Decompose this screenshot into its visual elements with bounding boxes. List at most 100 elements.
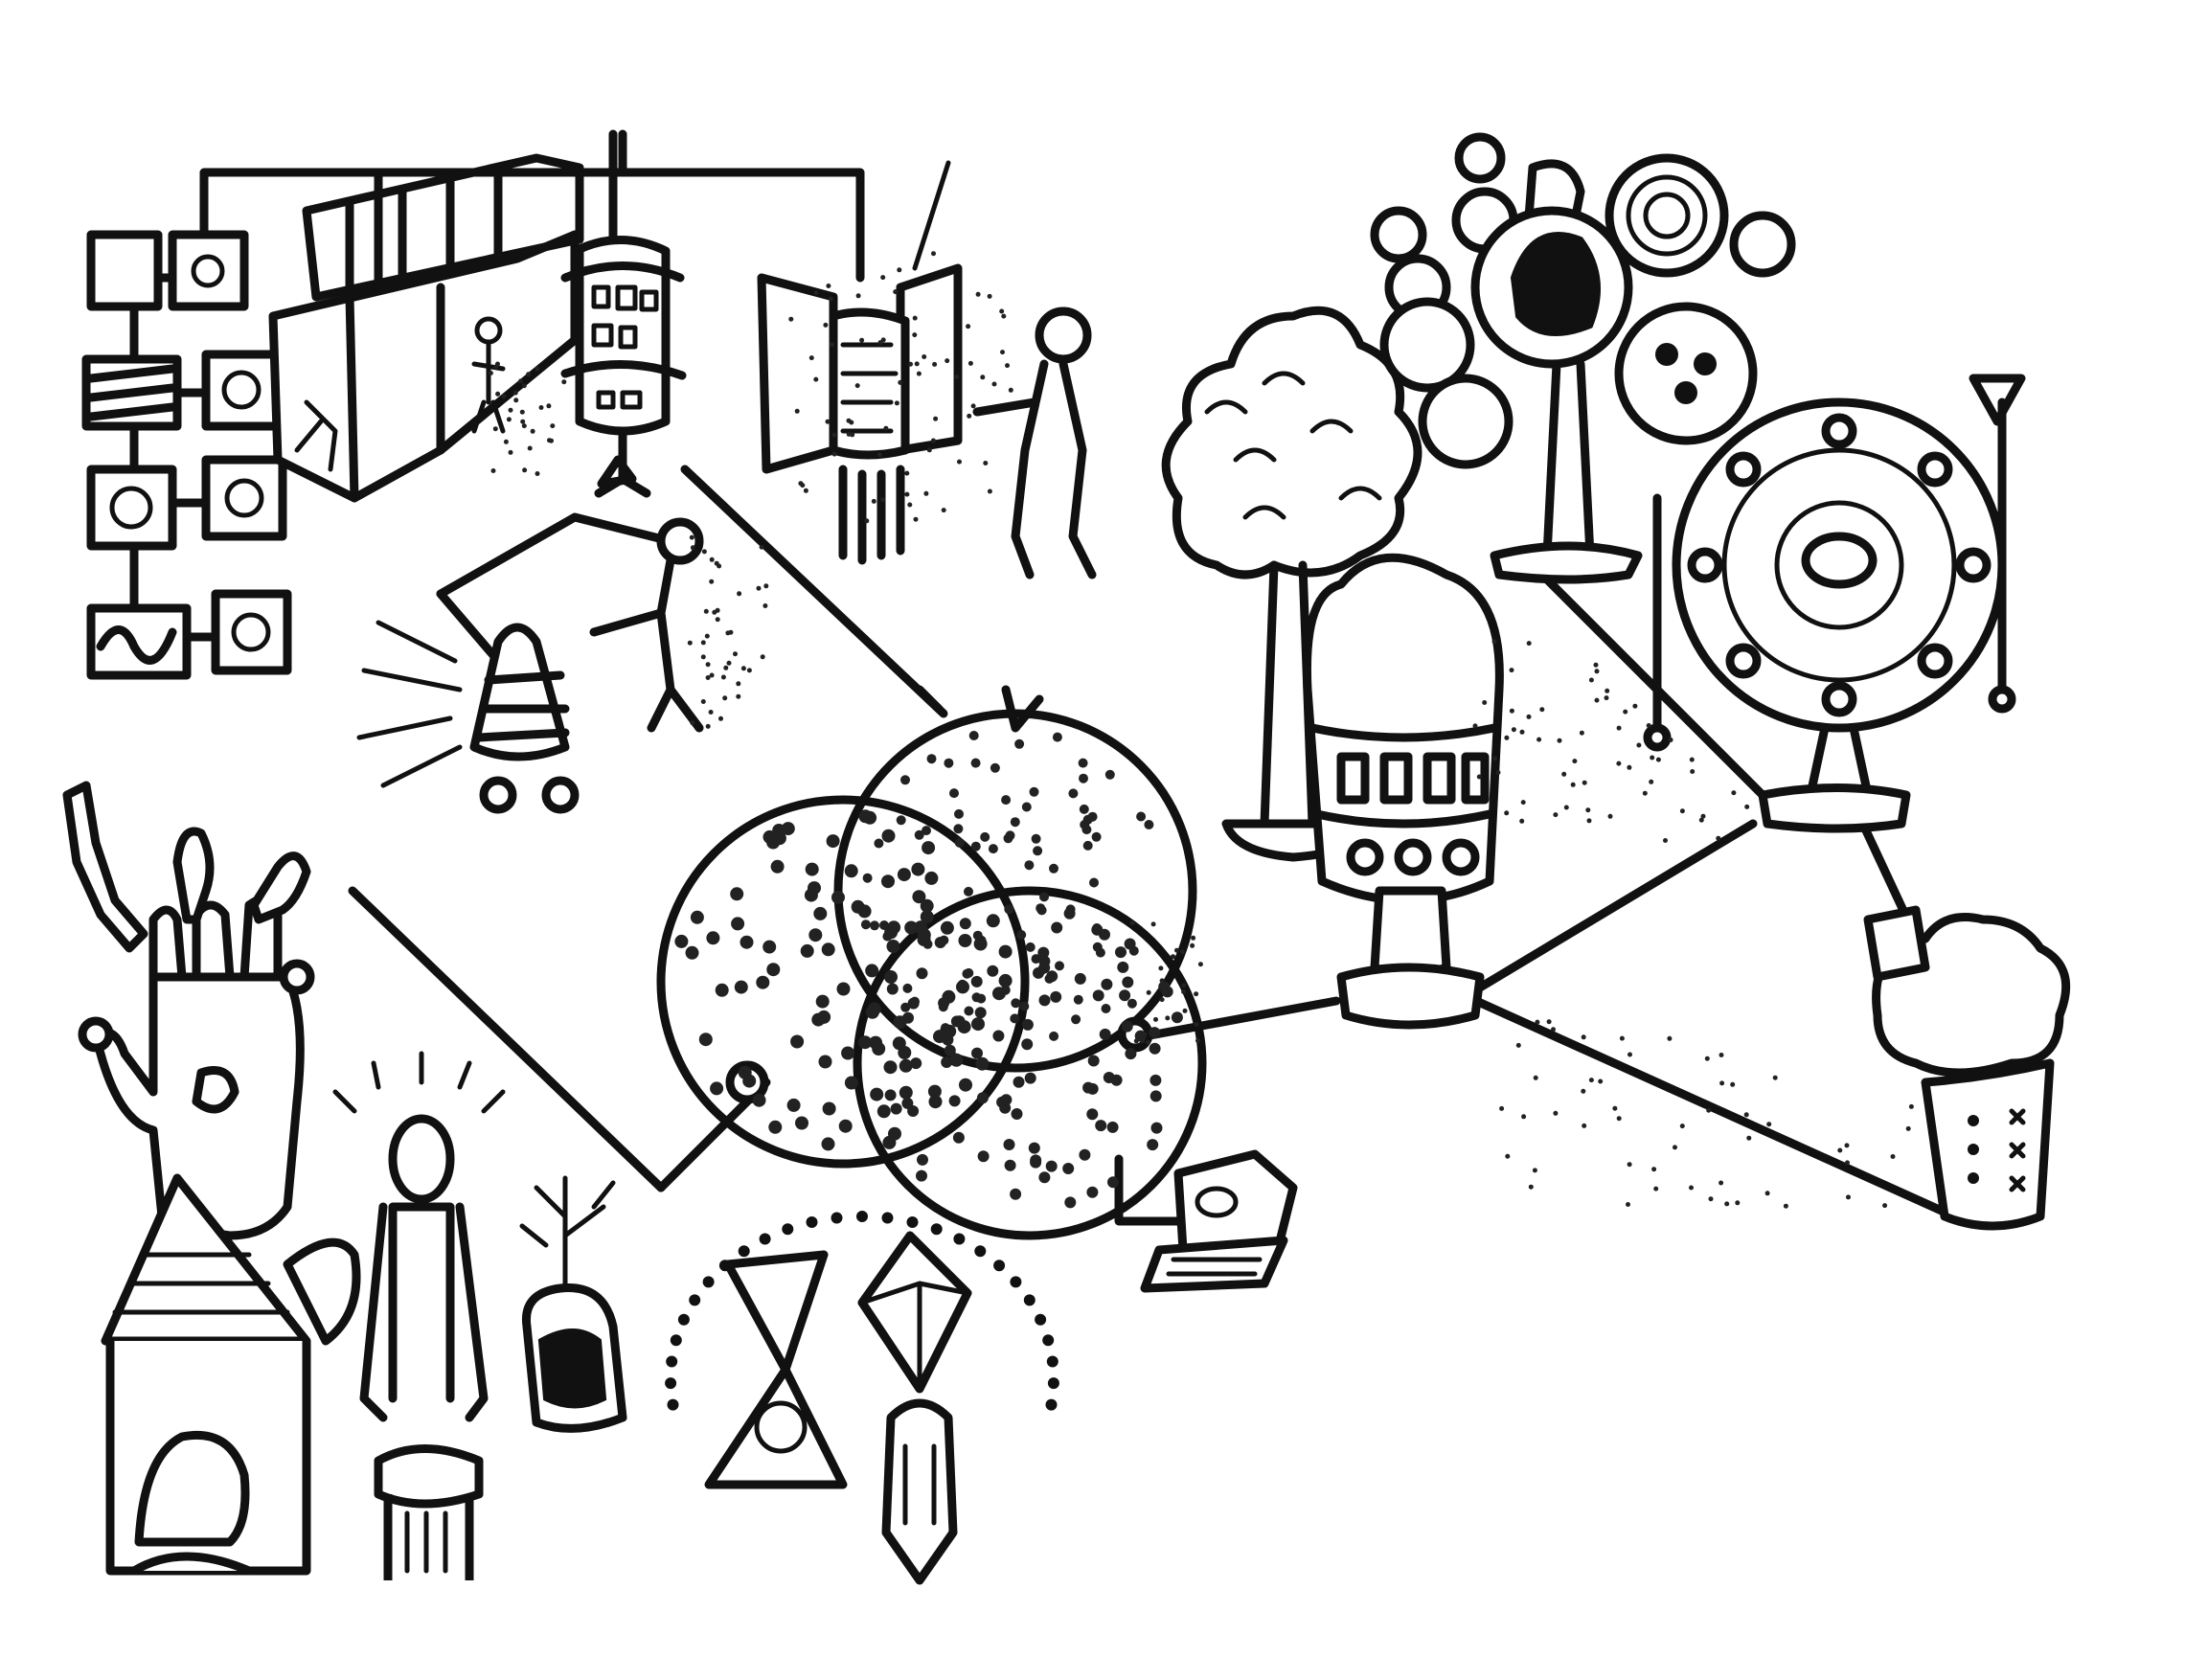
stipple-dot	[1504, 810, 1509, 815]
stipple-dot	[788, 317, 793, 322]
arc-dot	[760, 1234, 771, 1245]
stipple-dot	[1496, 770, 1501, 775]
stipple-dot	[1845, 1160, 1850, 1165]
stipple-dot	[715, 561, 719, 566]
stipple-dot	[1632, 704, 1637, 709]
stipple-dot	[822, 1137, 835, 1150]
stipple-dot	[1022, 1019, 1034, 1031]
stipple-dot	[1158, 981, 1170, 992]
stipple-dot	[1183, 1009, 1188, 1013]
stipple-dot	[710, 1081, 723, 1095]
stipple-dot	[1074, 995, 1083, 1005]
stipple-dot	[962, 969, 971, 979]
stipple-dot	[1151, 1123, 1163, 1134]
stipple-dot	[1147, 1139, 1158, 1150]
stipple-dot	[1716, 836, 1720, 841]
stipple-dot	[927, 447, 932, 452]
stipple-dot	[1690, 769, 1695, 774]
stipple-dot	[921, 910, 934, 923]
coral-vase	[522, 1178, 623, 1428]
stipple-dot	[1529, 1185, 1534, 1190]
stipple-dot	[1071, 1014, 1081, 1024]
stipple-dot	[1653, 1187, 1658, 1192]
stipple-dot	[904, 921, 918, 935]
stipple-dot	[922, 354, 926, 359]
stipple-dot	[1846, 1194, 1851, 1199]
stipple-dot	[877, 1104, 891, 1118]
stipple-dot	[721, 675, 726, 680]
stipple-dot	[723, 666, 728, 670]
stipple-dot	[1551, 1027, 1556, 1032]
stipple-dot	[1092, 832, 1102, 842]
stipple-dot	[1582, 1034, 1586, 1039]
stipple-dot	[1151, 921, 1156, 926]
stipple-dot	[1013, 1077, 1025, 1088]
stipple-dot	[908, 998, 920, 1010]
stipple-dot	[898, 380, 902, 385]
stipple-dot	[999, 945, 1013, 959]
arc-dot	[1046, 1399, 1058, 1411]
stipple-dot	[945, 1045, 956, 1056]
stipple-dot	[1125, 1048, 1136, 1059]
stipple-dot	[1064, 908, 1076, 919]
stipple-dot	[1005, 363, 1010, 368]
stipple-dot	[957, 460, 962, 465]
stipple-dot	[709, 710, 714, 715]
icon-column	[86, 235, 287, 675]
arc-dot	[666, 1356, 677, 1368]
arc-dot	[671, 1334, 682, 1346]
stipple-dot	[1735, 1200, 1740, 1205]
arc-dot	[974, 1245, 986, 1257]
stipple-dot	[861, 919, 871, 929]
stipple-dot	[535, 471, 540, 476]
stipple-dot	[929, 1095, 943, 1108]
stipple-dot	[1001, 795, 1011, 805]
stipple-dot	[806, 863, 819, 876]
stipple-dot	[1690, 758, 1695, 762]
stipple-dot	[706, 675, 711, 680]
stipple-dot	[1589, 1078, 1594, 1082]
stipple-dot	[809, 355, 814, 360]
stipple-dot	[1111, 1075, 1123, 1086]
stipple-dot	[1499, 1106, 1504, 1111]
stipple-dot	[1744, 1112, 1749, 1117]
stipple-dot	[1079, 759, 1088, 768]
stipple-dot	[741, 666, 746, 670]
stipple-dot	[522, 383, 527, 388]
stipple-dot	[999, 309, 1004, 314]
stipple-dot	[910, 1057, 922, 1069]
stipple-dot	[845, 1077, 858, 1090]
stipple-dot	[1572, 759, 1577, 763]
stipple-dot	[911, 863, 924, 876]
stipple-dot	[819, 1056, 832, 1069]
stipple-dot	[756, 976, 769, 989]
stipple-dot	[1521, 1114, 1526, 1119]
stipple-dot	[1512, 727, 1516, 732]
stipple-dot	[1081, 825, 1091, 834]
stipple-dot	[938, 997, 949, 1009]
dotted-arc	[665, 1211, 1059, 1411]
stipple-dot	[1030, 1157, 1041, 1169]
stipple-dot	[968, 361, 973, 366]
stipple-dot	[887, 940, 900, 953]
stipple-dot	[1037, 905, 1047, 915]
stipple-dot	[549, 439, 554, 443]
stipple-dot	[1149, 1043, 1161, 1055]
stipple-dot	[870, 1088, 883, 1101]
arc-dot	[931, 1223, 943, 1235]
stipple-dot	[874, 839, 883, 849]
stipple-dot	[902, 1012, 914, 1024]
stipple-dot	[1025, 1073, 1036, 1084]
stipple-dot	[1477, 775, 1482, 780]
stipple-dot	[1582, 781, 1587, 785]
stipple-dot	[863, 874, 873, 883]
stipple-dot	[881, 874, 895, 888]
stipple-dot	[1039, 892, 1049, 901]
stipple-dot	[1024, 860, 1034, 870]
stipple-dot	[762, 603, 767, 608]
stipple-dot	[1012, 1108, 1023, 1120]
stipple-dot	[1581, 1089, 1585, 1094]
stipple-dot	[1510, 709, 1514, 714]
stipple-dot	[1140, 1038, 1145, 1043]
